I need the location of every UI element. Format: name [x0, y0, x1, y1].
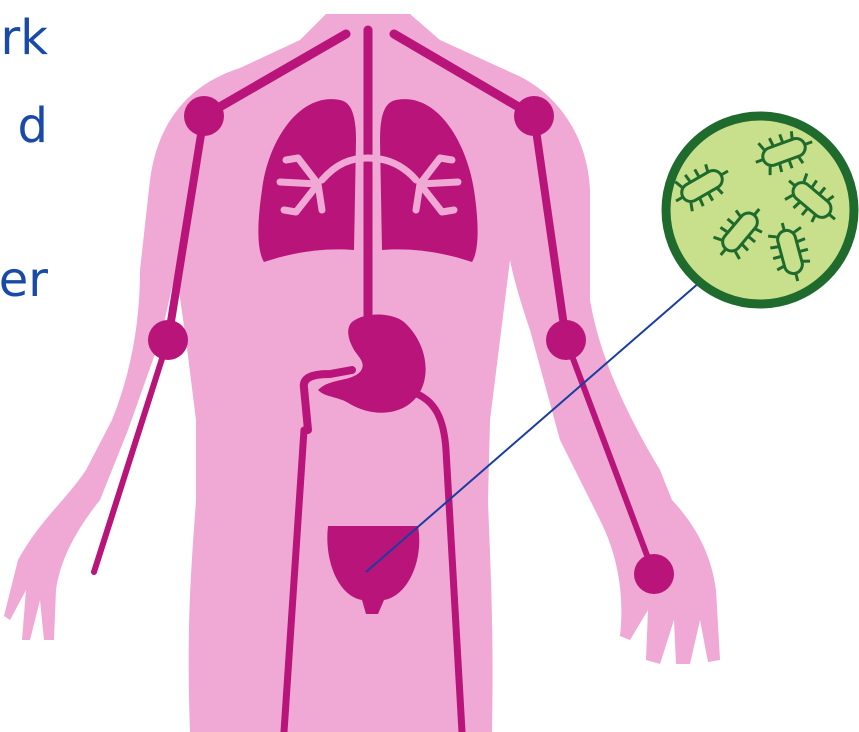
magnifier-circle-icon [666, 116, 854, 304]
